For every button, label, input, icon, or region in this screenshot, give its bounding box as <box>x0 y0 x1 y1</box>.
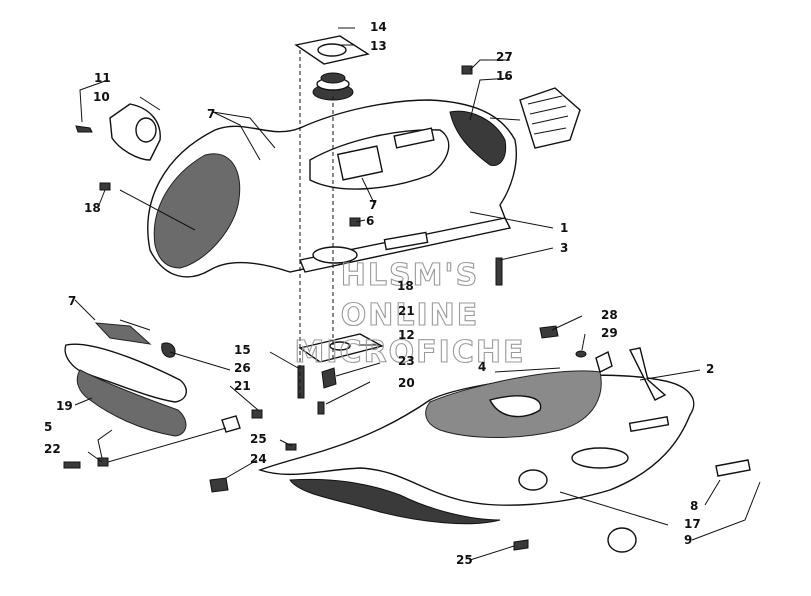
callout-8: 8 <box>690 499 698 513</box>
mount-plate <box>298 333 384 389</box>
callout-1: 1 <box>560 221 568 235</box>
callout-21-left: 21 <box>234 379 251 393</box>
callout-13: 13 <box>370 39 387 53</box>
callout-14: 14 <box>370 20 387 34</box>
callout-19: 19 <box>56 399 73 413</box>
callout-24: 24 <box>250 452 267 466</box>
callout-27: 27 <box>496 50 513 64</box>
callout-21-center: 21 <box>398 304 415 318</box>
callout-15: 15 <box>234 343 251 357</box>
callout-6: 6 <box>366 214 374 228</box>
callout-23: 23 <box>398 354 415 368</box>
callout-7-top: 7 <box>207 107 215 121</box>
callout-2: 2 <box>706 362 714 376</box>
callout-12: 12 <box>398 328 415 342</box>
callout-4: 4 <box>478 360 486 374</box>
boot-gasket <box>294 35 370 101</box>
callout-numbers: 14 13 11 10 7 27 16 18 7 6 1 3 18 21 12 … <box>44 20 714 567</box>
side-panel <box>64 343 187 437</box>
watermark-line-2: ONLINE <box>341 298 480 333</box>
decal-piece <box>94 322 152 345</box>
watermark-line-1: HLSM'S <box>341 258 479 293</box>
callout-22: 22 <box>44 442 61 456</box>
callout-9: 9 <box>684 533 692 547</box>
callout-18-left: 18 <box>84 201 101 215</box>
callout-20: 20 <box>398 376 415 390</box>
callout-10: 10 <box>93 90 110 104</box>
callout-16: 16 <box>496 69 513 83</box>
callout-28: 28 <box>601 308 618 322</box>
callout-29: 29 <box>601 326 618 340</box>
watermark: HLSM'S ONLINE MICROFICHE <box>294 257 526 370</box>
defroster-housing <box>75 103 161 161</box>
callout-25-upper: 25 <box>250 432 267 446</box>
callout-3: 3 <box>560 241 568 255</box>
callout-5: 5 <box>44 420 52 434</box>
watermark-line-3: MICROFICHE <box>295 335 526 370</box>
callout-17: 17 <box>684 517 701 531</box>
leader-lines <box>74 27 761 561</box>
lower-console-body <box>257 347 695 525</box>
callout-18-center: 18 <box>397 279 414 293</box>
callout-7-left: 7 <box>68 294 76 308</box>
upper-console-body <box>147 99 517 278</box>
callout-26: 26 <box>234 361 251 375</box>
callout-11: 11 <box>94 71 111 85</box>
vent-grill <box>519 87 581 149</box>
hardware-set <box>63 65 751 553</box>
callout-25-lower: 25 <box>456 553 473 567</box>
callout-7-mid: 7 <box>369 198 377 212</box>
